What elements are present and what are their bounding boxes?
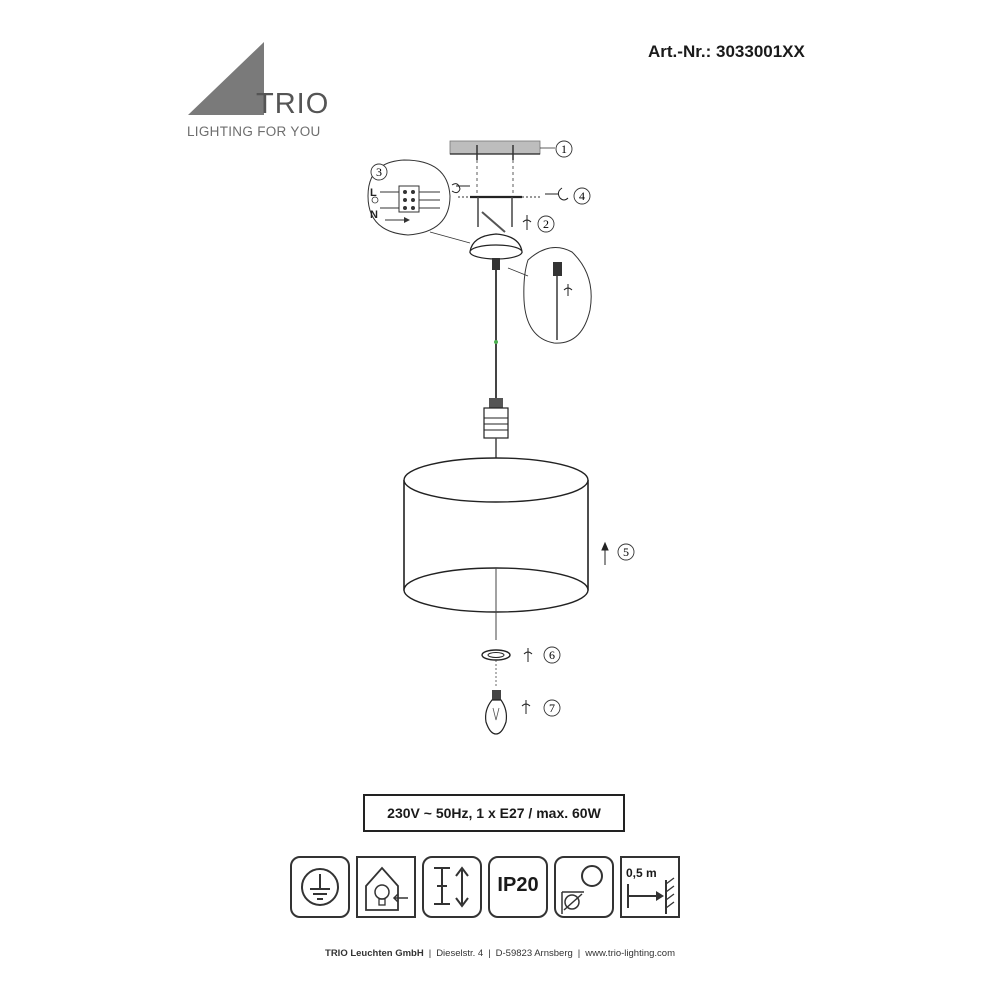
- ceiling: [449, 140, 541, 155]
- wire-live-label: L: [370, 187, 377, 199]
- svg-text:4: 4: [579, 189, 585, 203]
- ip-rating: IP20: [497, 874, 539, 896]
- socket-detail-bubble: [507, 247, 592, 344]
- lamp-replaceable-icon: [356, 856, 416, 918]
- min-distance-icon: 0,5 m: [620, 856, 680, 918]
- footer-city: D-59823 Arnsberg: [495, 948, 573, 959]
- protective-earth-icon: [290, 856, 350, 918]
- ring-nut: [481, 649, 511, 688]
- step-3: 3: [370, 163, 388, 181]
- svg-text:2: 2: [543, 217, 549, 231]
- wire-neutral-label: N: [370, 209, 378, 221]
- wiring-detail-bubble: [367, 159, 471, 244]
- svg-text:1: 1: [561, 142, 567, 156]
- ip20-icon: IP20: [488, 856, 548, 918]
- svg-text:7: 7: [549, 701, 555, 715]
- no-dimmer-icon: [554, 856, 614, 918]
- mounting-bracket: [458, 195, 540, 233]
- lamp-socket: [483, 398, 509, 458]
- footer-website[interactable]: www.trio-lighting.com: [585, 948, 675, 959]
- electrical-spec: 230V ~ 50Hz, 1 x E27 / max. 60W: [363, 794, 625, 832]
- lamp-shade: [403, 457, 589, 640]
- safety-symbols: IP20 0,5 m: [290, 856, 690, 922]
- rotate-arrow-2: [522, 215, 532, 230]
- rotate-arrow-6: [523, 648, 533, 662]
- rotate-arrow-left: [451, 183, 470, 194]
- step-4: 4: [573, 187, 591, 205]
- trio-logo: [188, 42, 264, 115]
- min-distance-value: 0,5 m: [626, 866, 657, 880]
- step-6: 6: [543, 646, 561, 664]
- step-1: 1: [555, 140, 573, 158]
- footer: TRIO Leuchten GmbH|Dieselstr. 4|D-59823 …: [325, 948, 675, 959]
- arrow-up-5: [601, 541, 609, 565]
- brand-tagline: LIGHTING FOR YOU: [187, 124, 321, 139]
- svg-text:3: 3: [376, 165, 382, 179]
- rotate-arrow-7: [521, 700, 531, 714]
- article-number: Art.-Nr.: 3033001XX: [648, 42, 805, 61]
- ceiling-screws: [476, 145, 514, 196]
- footer-company: TRIO Leuchten GmbH: [325, 948, 424, 959]
- height-adjustable-icon: [422, 856, 482, 918]
- rotate-arrow-4: [545, 187, 569, 201]
- footer-street: Dieselstr. 4: [436, 948, 484, 959]
- svg-text:5: 5: [623, 545, 629, 559]
- brand-name: TRIO: [256, 88, 330, 120]
- step-labels: 1 2 3 4 5 6 7: [370, 140, 635, 717]
- cord-marker: [494, 340, 498, 344]
- svg-text:6: 6: [549, 648, 555, 662]
- step-2: 2: [537, 215, 555, 233]
- light-bulb: [485, 690, 508, 735]
- step-5: 5: [617, 543, 635, 561]
- canopy: [469, 233, 523, 270]
- step-7: 7: [543, 699, 561, 717]
